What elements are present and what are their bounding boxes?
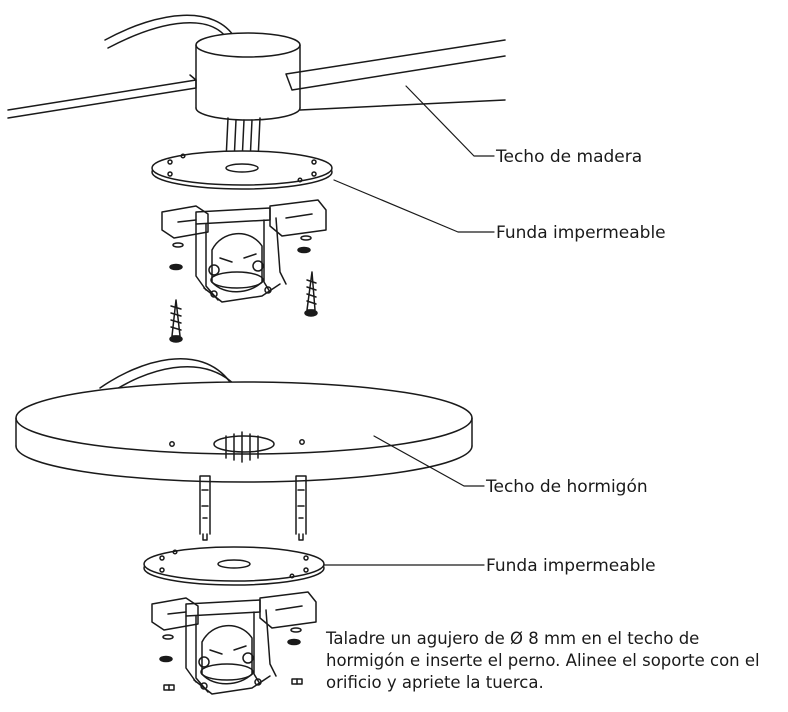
waterproof-sleeve-top	[151, 150, 333, 190]
wood-screws	[169, 271, 318, 343]
concrete-ceiling-slab	[15, 381, 473, 483]
instruction-line-2: hormigón e inserte el perno. Alinee el s…	[326, 651, 760, 670]
label-waterproof-sleeve-top: Funda impermeable	[496, 223, 666, 243]
instruction-line-1: Taladre un agujero de Ø 8 mm en el techo…	[326, 629, 700, 648]
expansion-anchors	[199, 475, 307, 541]
junction-box	[195, 32, 301, 121]
cables-wood	[225, 117, 261, 163]
label-wood-ceiling: Techo de madera	[496, 147, 643, 167]
cables-concrete	[225, 431, 259, 463]
waterproof-sleeve-bottom	[143, 546, 325, 586]
instruction-line-3: orificio y apriete la tuerca.	[326, 673, 544, 692]
bracket-top	[161, 199, 327, 303]
cable-top	[104, 14, 236, 49]
instruction-text: Taladre un agujero de Ø 8 mm en el techo…	[326, 628, 786, 694]
washers-bottom	[159, 627, 302, 663]
label-waterproof-sleeve-bottom: Funda impermeable	[486, 556, 656, 576]
nuts-bottom	[163, 678, 303, 691]
leader-lines	[323, 85, 495, 566]
bracket-bottom	[151, 591, 317, 695]
label-concrete-ceiling: Techo de hormigón	[486, 477, 648, 497]
washers-top	[169, 235, 312, 271]
